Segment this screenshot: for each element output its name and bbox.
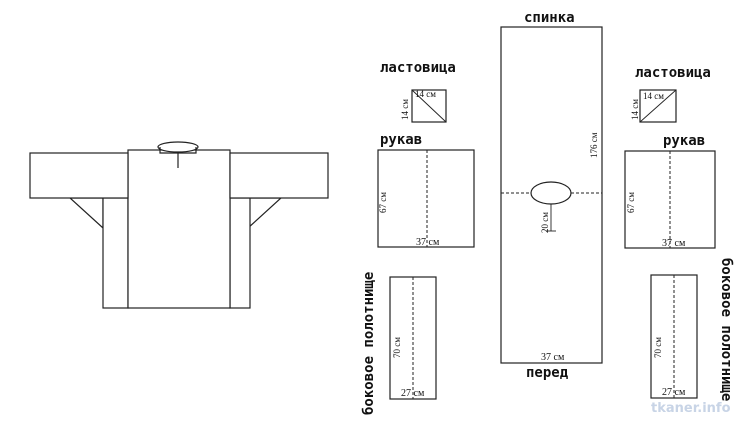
side-panel-left-width: 27 см [401,388,425,399]
side-panel-right: боковое полотнище 70 см 27 см [650,258,734,401]
watermark-text: tkaner.info [651,401,731,416]
side-panel-right-title: боковое полотнище [718,258,734,401]
watermark: tkaner.info tkaner.info [650,400,733,418]
gusset-left: ластовица 14 см 14 см [380,60,456,123]
sleeve-left-height: 67 см [378,192,388,213]
side-panel-left: боковое полотнище 70 см 27 см [361,272,437,415]
watermark-text-outline: tkaner.info [651,401,731,416]
side-panel-right-height: 70 см [653,337,663,358]
gusset-right: ластовица 14 см 14 см [630,65,711,123]
shirt-sketch [29,141,329,309]
body-panel: спинка 176 см 20 см 37 см перед [500,10,603,381]
gusset-right-height: 14 см [630,99,640,120]
gusset-left-width: 14 см [415,89,436,99]
gusset-right-width: 14 см [643,91,664,101]
sleeve-left-title: рукав [380,132,422,148]
gusset-left-height: 14 см [400,99,410,120]
front-title: перед [526,365,569,381]
body-width: 37 см [541,352,565,363]
sleeve-right-width: 37 см [662,238,686,249]
sleeve-right-height: 67 см [626,192,636,213]
sleeve-right-title: рукав [663,133,705,149]
gusset-right-title: ластовица [635,65,711,81]
body-length: 176 см [589,132,599,158]
neck-slit-length: 20 см [540,212,550,233]
side-panel-left-height: 70 см [392,337,402,358]
back-title: спинка [524,10,575,26]
gusset-left-title: ластовица [380,60,456,76]
sleeve-left: рукав 67 см 37 см [377,132,475,248]
sleeve-left-width: 37 см [416,237,440,248]
side-panel-left-title: боковое полотнище [361,272,377,415]
sleeve-right: рукав 67 см 37 см [624,133,716,249]
side-panel-right-width: 27 см [662,387,686,398]
